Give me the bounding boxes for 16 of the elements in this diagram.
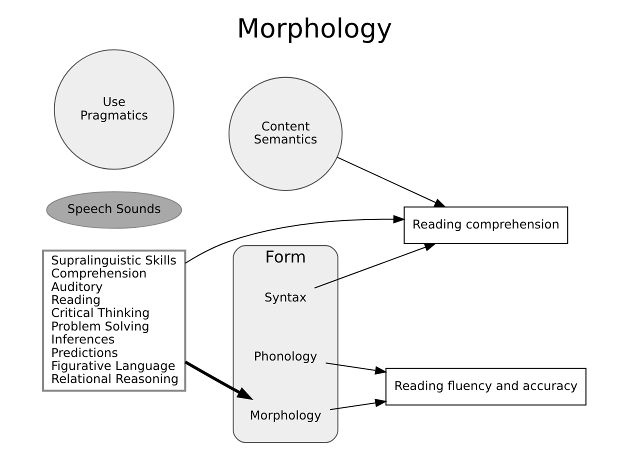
diagram-title: Morphology	[236, 14, 392, 45]
arrow	[184, 360, 254, 400]
arrow	[185, 214, 406, 264]
arrow	[337, 156, 447, 208]
node-box: Supralinguistic Skills Comprehension Auditory Reading Critical Thinking Problem Solving Inferences Predictions Figurative Language Relational Reasoning	[42, 250, 186, 392]
node-circle: Content Semantics	[228, 76, 343, 191]
arrow	[330, 398, 388, 410]
node-text: Phonology	[254, 349, 318, 364]
node-ellipse: Speech Sounds	[46, 191, 182, 229]
node-text: Syntax	[264, 290, 307, 304]
arrow	[314, 243, 437, 289]
node-box: Reading fluency and accuracy	[385, 368, 586, 406]
node-circle: Use Pragmatics	[54, 49, 174, 170]
node-box: Reading comprehension	[404, 206, 568, 244]
node-text: Morphology	[250, 408, 322, 422]
arrow	[326, 362, 388, 375]
